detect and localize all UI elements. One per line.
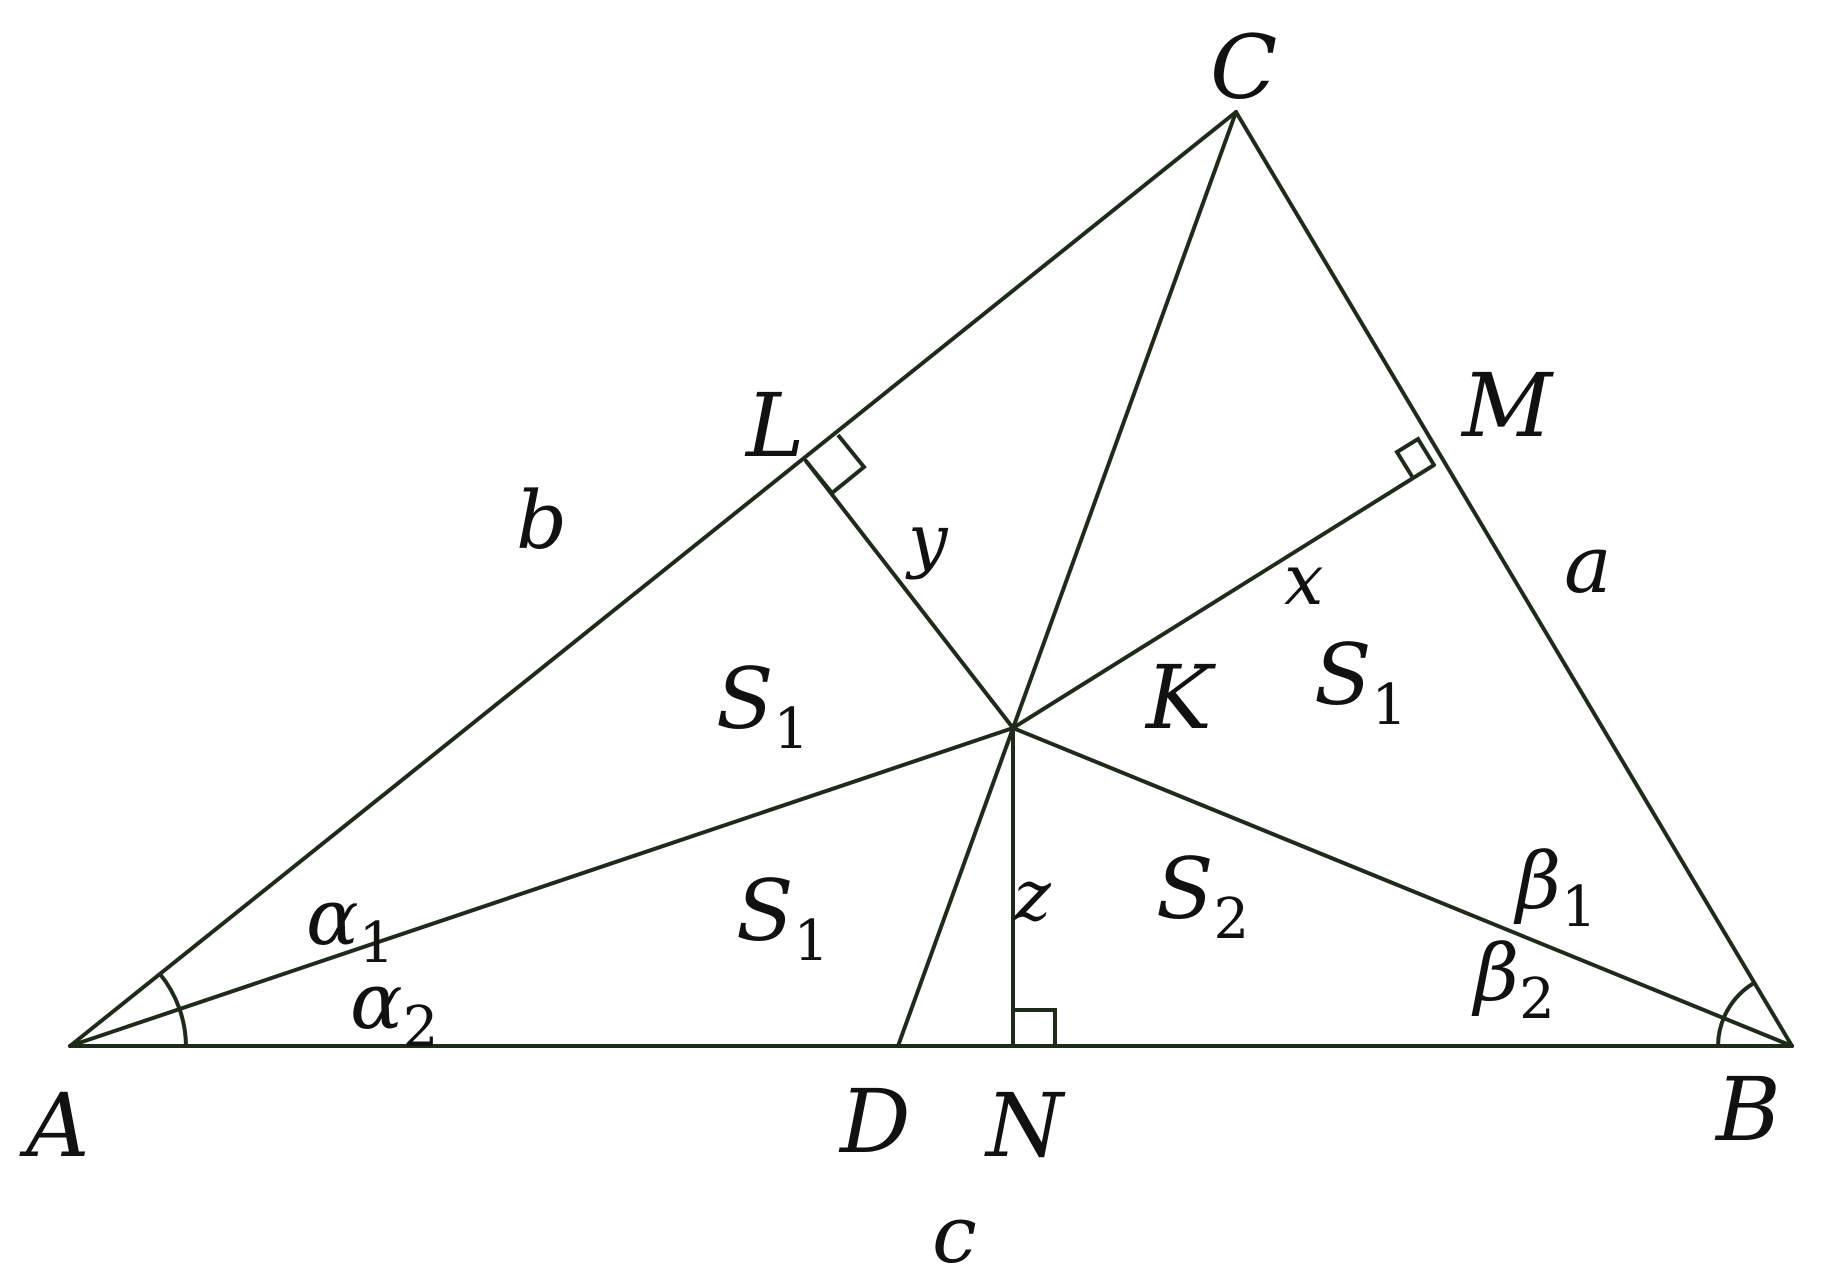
right-angle-mark-N — [1013, 1008, 1057, 1046]
vertex-label-A: A — [19, 1074, 90, 1177]
area-label-lower-left: S1 — [736, 862, 829, 974]
right-angle-mark-M — [1394, 436, 1436, 480]
side-label-a: a — [1564, 518, 1612, 611]
angle-label-alpha1: α1 — [306, 873, 394, 976]
area-label-right: S1 — [1314, 626, 1407, 738]
side-label-b: b — [516, 474, 567, 567]
segment-AK — [68, 726, 1015, 1048]
point-label-N: N — [984, 1074, 1066, 1177]
area-label-upper-left: S1 — [716, 650, 809, 762]
point-label-M: M — [1460, 354, 1554, 457]
distance-label-y: y — [905, 499, 949, 581]
side-label-c: c — [932, 1188, 977, 1281]
perpendicular-KL — [804, 459, 1015, 730]
distance-label-x: x — [1284, 539, 1323, 621]
area-label-bottom-right: S2 — [1156, 840, 1249, 952]
side-AC — [68, 110, 1238, 1048]
vertex-label-B: B — [1714, 1058, 1781, 1161]
angle-label-alpha2: α2 — [350, 957, 438, 1060]
angle-label-beta2: β2 — [1471, 929, 1555, 1032]
right-angle-mark-L — [804, 433, 867, 496]
segment-BK — [1011, 726, 1794, 1048]
angle-label-beta1: β1 — [1513, 837, 1597, 940]
point-label-L: L — [744, 374, 804, 477]
perpendicular-KM — [1011, 463, 1436, 730]
segment-CD — [896, 110, 1238, 1048]
point-label-D: D — [838, 1070, 911, 1173]
angle-arc-B — [1716, 981, 1756, 1047]
angle-arc-A — [158, 972, 188, 1047]
distance-label-z: z — [1013, 855, 1052, 937]
vertex-label-C: C — [1210, 16, 1277, 119]
point-label-K: K — [1144, 646, 1216, 749]
side-BC — [1234, 110, 1794, 1048]
